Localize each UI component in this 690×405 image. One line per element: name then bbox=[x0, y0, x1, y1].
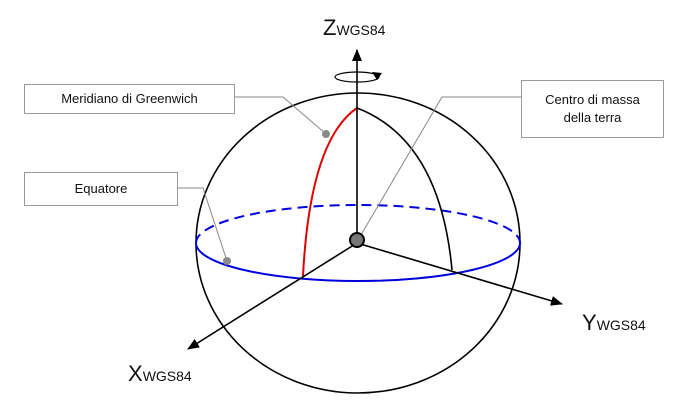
y-axis-subscript: WGS84 bbox=[596, 317, 646, 333]
z-axis-subscript: WGS84 bbox=[336, 22, 386, 38]
greenwich-meridian bbox=[302, 107, 358, 277]
y-axis-label: YWGS84 bbox=[582, 312, 646, 336]
leader-equator bbox=[176, 187, 228, 262]
center-label-box: Centro di massa della terra bbox=[521, 80, 664, 138]
x-axis-subscript: WGS84 bbox=[142, 368, 192, 384]
x-axis-letter: X bbox=[128, 361, 143, 386]
leader-greenwich bbox=[233, 96, 327, 135]
z-axis-label: ZWGS84 bbox=[323, 17, 385, 41]
leader-center bbox=[357, 96, 521, 241]
meridian-black bbox=[356, 107, 453, 271]
y-axis-letter: Y bbox=[582, 310, 597, 335]
greenwich-label: Meridiano di Greenwich bbox=[61, 91, 198, 106]
y-axis bbox=[356, 242, 563, 306]
x-axis bbox=[187, 242, 358, 350]
greenwich-label-box: Meridiano di Greenwich bbox=[24, 84, 235, 114]
rotation-arrow-icon bbox=[334, 71, 382, 83]
equator-front bbox=[195, 242, 521, 282]
center-label-line1: Centro di massa bbox=[545, 92, 640, 107]
equator-label-box: Equatore bbox=[24, 172, 178, 206]
greenwich-marker bbox=[322, 130, 330, 138]
center-of-mass-marker bbox=[349, 232, 365, 248]
center-label-line2: della terra bbox=[563, 110, 622, 125]
x-axis-label: XWGS84 bbox=[128, 363, 192, 387]
equator-label: Equatore bbox=[74, 181, 128, 196]
z-axis-letter: Z bbox=[323, 15, 337, 40]
equator-marker bbox=[223, 257, 231, 265]
